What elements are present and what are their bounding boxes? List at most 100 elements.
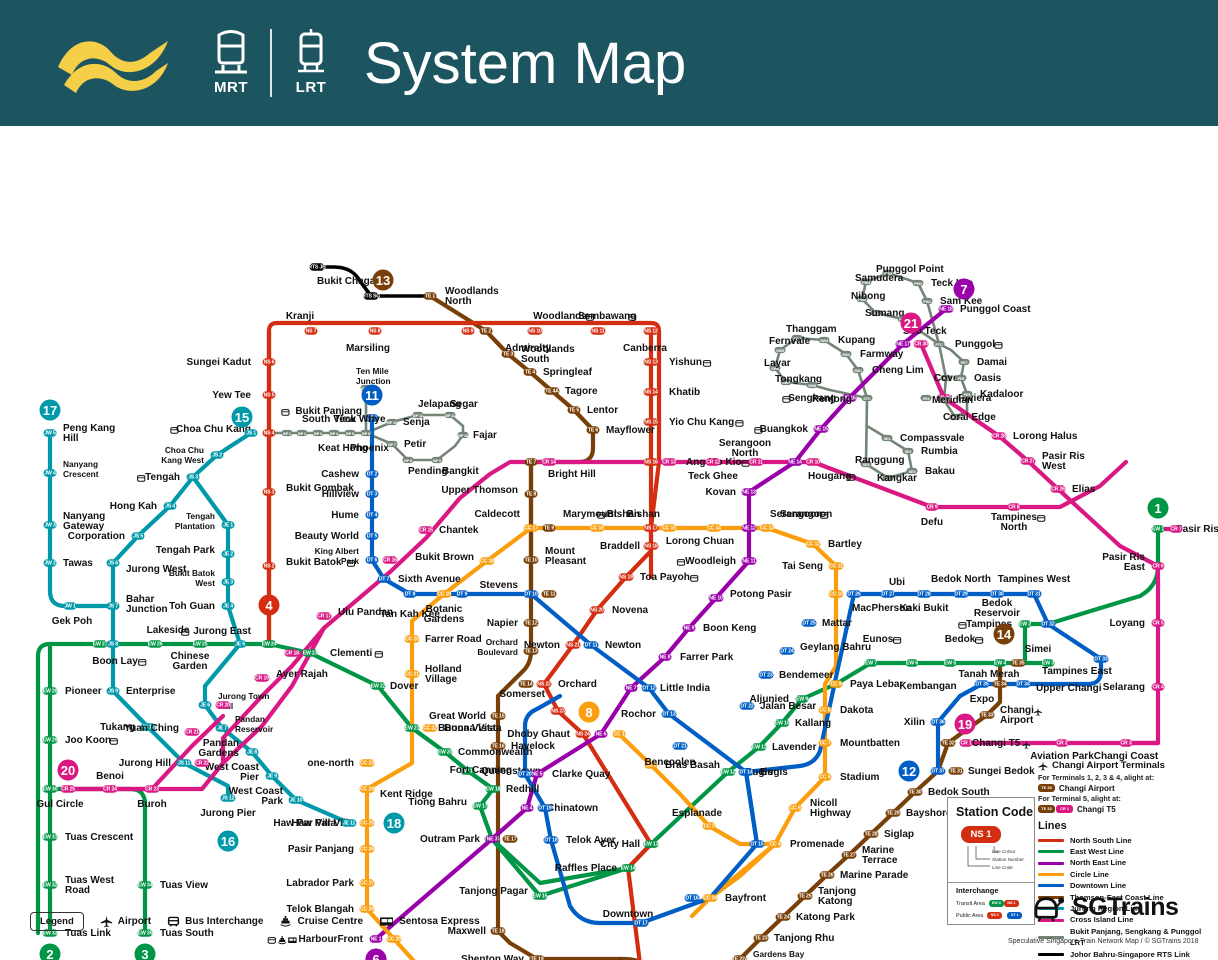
station-code-pill[interactable]: CC 24 xyxy=(359,785,375,793)
station-code-pill[interactable]: SW8 xyxy=(806,381,818,389)
station-code-pill[interactable]: BP 2 xyxy=(296,429,308,437)
station-code-pill[interactable]: CR 20 xyxy=(215,701,231,709)
station-code-pill[interactable]: CR 3 xyxy=(1119,739,1133,747)
station-code-pill[interactable]: CC 22 xyxy=(422,724,438,732)
station-code-pill[interactable]: JS 6 xyxy=(106,559,120,567)
station-code-pill[interactable]: DT 33 xyxy=(1093,655,1109,663)
station-code-pill[interactable]: STC xyxy=(861,394,873,402)
station-code-pill[interactable]: CR 9 xyxy=(925,503,939,511)
station-code-pill[interactable]: CC 8 xyxy=(818,706,832,714)
station-code-pill[interactable]: JE 2 xyxy=(221,550,235,558)
station-code-pill[interactable]: SW4 xyxy=(791,334,803,342)
station-code-pill[interactable]: CC 25 xyxy=(359,819,375,827)
station-code-pill[interactable]: CC 19 xyxy=(436,590,452,598)
station-code-pill[interactable]: TE 17 xyxy=(502,835,518,843)
station-code-pill[interactable]: JE 9 xyxy=(265,772,279,780)
station-code-pill[interactable]: DT 2 xyxy=(365,470,379,478)
station-code-pill[interactable]: DT 12 xyxy=(641,684,657,692)
station-code-pill[interactable]: NS 2 xyxy=(262,562,276,570)
station-code-pill[interactable]: JW 4 xyxy=(43,469,57,477)
station-code-pill[interactable]: CR 28 xyxy=(991,432,1007,440)
station-code-pill[interactable]: DT 22 xyxy=(739,702,755,710)
station-code-pill[interactable]: PW1 xyxy=(921,297,933,305)
station-code-pill[interactable]: DT 6 xyxy=(365,556,379,564)
station-code-pill[interactable]: TE 6 xyxy=(586,426,600,434)
station-code-pill[interactable]: BP 5 xyxy=(344,429,356,437)
station-code-pill[interactable]: CR 11 xyxy=(748,458,764,466)
station-code-pill[interactable]: TE 5 xyxy=(567,406,581,414)
station-code-pill[interactable]: CR 25 xyxy=(60,785,76,793)
station-code-pill[interactable]: EW 15 xyxy=(532,892,548,900)
station-code-pill[interactable]: JS 4 xyxy=(163,502,177,510)
station-code-pill[interactable]: BP 4 xyxy=(328,429,340,437)
station-code-pill[interactable]: NS 22 xyxy=(536,680,552,688)
station-code-pill[interactable]: TE 28 xyxy=(863,830,879,838)
station-code-pill[interactable]: EW 23 xyxy=(302,649,318,657)
station-code-pill[interactable]: JE 5 xyxy=(233,640,247,648)
station-code-pill[interactable]: NE 13 xyxy=(741,488,757,496)
numbered-marker[interactable]: 6 xyxy=(365,948,387,960)
station-code-pill[interactable]: CC 4 xyxy=(768,840,782,848)
station-code-pill[interactable]: DT 21 xyxy=(672,742,688,750)
station-code-pill[interactable]: EW 34 xyxy=(137,881,153,889)
station-code-pill[interactable]: PE3 xyxy=(949,413,961,421)
station-code-pill[interactable]: DT 30 xyxy=(989,590,1005,598)
station-code-pill[interactable]: TE 16 xyxy=(490,742,506,750)
legend-chip[interactable]: Legend xyxy=(30,912,84,931)
station-code-pill[interactable]: SE5 xyxy=(860,460,872,468)
station-code-pill[interactable]: TE 35 xyxy=(1010,659,1026,667)
station-code-pill[interactable]: EW 3 xyxy=(1041,659,1055,667)
station-code-pill[interactable]: NS 13 xyxy=(643,358,659,366)
station-code-pill[interactable]: NE 12 xyxy=(741,524,757,532)
station-code-pill[interactable]: DT 20 xyxy=(517,770,533,778)
station-code-pill[interactable]: CR 4 xyxy=(1151,683,1165,691)
station-code-pill[interactable]: NS 5 xyxy=(262,391,276,399)
station-code-pill[interactable]: CC 5 xyxy=(788,804,802,812)
station-code-pill[interactable]: JE 11 xyxy=(341,819,357,827)
station-code-pill[interactable]: JS 8 xyxy=(106,640,120,648)
station-code-pill[interactable]: CC 3 xyxy=(702,822,716,830)
station-code-pill[interactable]: DT 34 xyxy=(1015,680,1031,688)
station-code-pill[interactable]: PE1 xyxy=(940,374,952,382)
station-code-pill[interactable]: SW3 xyxy=(818,336,830,344)
station-code-pill[interactable]: NE 11 xyxy=(741,557,757,565)
station-code-pill[interactable]: NE 7 xyxy=(624,684,638,692)
station-code-pill[interactable]: EW 26 xyxy=(147,640,163,648)
station-code-pill[interactable]: NE 4 xyxy=(520,804,534,812)
station-code-pill[interactable]: DT 14 xyxy=(738,768,754,776)
station-code-pill[interactable]: DT 19 xyxy=(537,804,553,812)
station-code-pill[interactable]: EW 18 xyxy=(485,785,501,793)
station-code-pill[interactable]: TE 3 xyxy=(501,350,515,358)
station-code-pill[interactable]: JW 2 xyxy=(43,559,57,567)
station-code-pill[interactable]: JS 7 xyxy=(106,602,120,610)
station-code-pill[interactable]: TE 18 xyxy=(490,927,506,935)
station-code-pill[interactable]: TE 23 xyxy=(753,934,769,942)
station-code-pill[interactable]: EW 2 xyxy=(1018,620,1032,628)
station-code-pill[interactable]: DT 35 xyxy=(974,680,990,688)
station-code-pill[interactable]: CR 15 xyxy=(418,526,434,534)
station-code-pill[interactable]: CR 26 xyxy=(1050,485,1066,493)
station-code-pill[interactable]: JS 9 xyxy=(106,687,120,695)
numbered-marker[interactable]: 11 xyxy=(361,384,383,406)
numbered-marker[interactable]: 1 xyxy=(1147,497,1169,519)
numbered-marker[interactable]: 17 xyxy=(39,399,61,421)
station-code-pill[interactable]: CC 23 xyxy=(359,759,375,767)
station-code-pill[interactable]: DT 13 xyxy=(661,710,677,718)
numbered-marker[interactable]: 18 xyxy=(383,812,405,834)
station-code-pill[interactable]: JS 11 xyxy=(176,759,192,767)
station-code-pill[interactable]: EW 32 xyxy=(42,881,58,889)
station-code-pill[interactable]: EW 4 xyxy=(993,659,1007,667)
station-code-pill[interactable]: CR 18 xyxy=(284,649,300,657)
station-code-pill[interactable]: CR 8 xyxy=(1007,503,1021,511)
station-code-pill[interactable]: DT 26 xyxy=(846,590,862,598)
station-code-pill[interactable]: JE 4 xyxy=(221,602,235,610)
station-code-pill[interactable]: BP 1 xyxy=(281,429,293,437)
station-code-pill[interactable]: NS 12 xyxy=(643,327,659,335)
station-code-pill[interactable]: NS 6 xyxy=(262,358,276,366)
numbered-marker[interactable]: 12 xyxy=(898,760,920,782)
station-code-pill[interactable]: DT 7 xyxy=(377,575,391,583)
station-code-pill[interactable]: PW6 xyxy=(870,309,882,317)
station-code-pill[interactable]: NE 8 xyxy=(658,653,672,661)
station-code-pill[interactable]: TE 27 xyxy=(841,851,857,859)
numbered-marker[interactable]: 2 xyxy=(39,943,61,960)
